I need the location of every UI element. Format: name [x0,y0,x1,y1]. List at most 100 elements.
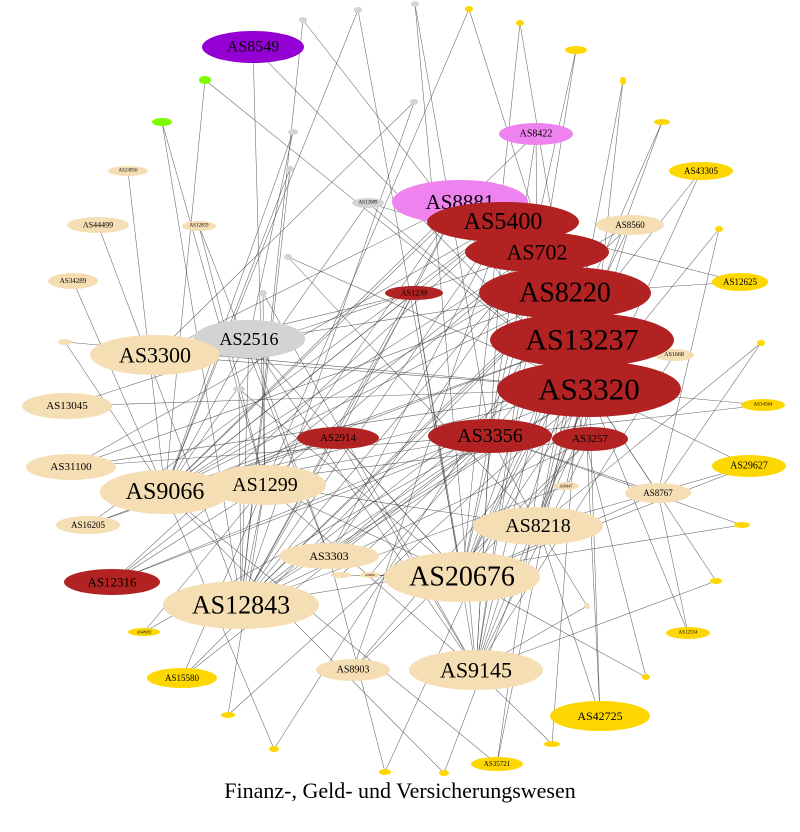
node-ellipse [741,399,785,411]
node-as12859: AS12859 [182,221,216,231]
edge-as702-as12843 [240,251,538,606]
node-ellipse [411,1,419,7]
node-label: AS8218 [505,515,571,537]
node-label: AS6830 [365,573,375,577]
node-gn2 [152,118,172,126]
node-label: AS13237 [525,324,638,357]
edge-g6-as8767 [657,228,720,494]
node-as8767: AS8767 [625,483,691,503]
node-label: AS8903 [337,665,370,676]
node-ellipse [584,603,590,609]
node-g3 [565,46,587,54]
node-label: AS29627 [730,461,768,472]
node-label: AS1299 [232,474,298,496]
node-label: AS3303 [309,549,348,563]
edge-as3257-as9145 [475,438,591,671]
edge-as8549-as1299 [252,46,266,486]
node-as3303: AS3303 [279,543,379,569]
node-g1 [465,6,473,12]
node-as42725: AS42725 [550,701,650,731]
node-as3257: AS3257 [552,427,628,451]
node-ellipse [204,465,326,505]
node-gr4 [410,99,418,105]
node-ellipse [108,166,148,176]
node-gr8 [259,290,267,296]
node-gr5 [288,129,298,135]
node-as6830: AS6830 [360,572,380,578]
node-label: AS3257 [572,433,609,445]
node-ellipse [620,77,626,85]
node-as3356: AS3356 [428,419,552,453]
edge-as6830-as3356 [369,435,491,576]
node-ellipse [471,757,523,771]
edge-as15580-as1299 [181,484,266,679]
node-as8220: AS8220 [479,267,651,319]
node-as3300: AS3300 [90,335,220,375]
node-ellipse [712,455,786,477]
edge-as3356-as12316 [111,435,491,583]
edge-as5400-as8903 [352,221,504,671]
edge-gr5-as9066 [164,131,294,493]
node-as24956: AS24956 [108,166,148,176]
node-ellipse [90,335,220,375]
node-ellipse [193,320,305,358]
edge-as8881-as9066 [164,201,461,493]
edge-as3356-as12843 [240,435,491,606]
node-label: AS35721 [484,760,511,768]
node-label: AS1668 [664,352,684,358]
edge-g8-as3356 [489,435,743,526]
node-as9066: AS9066 [100,470,230,514]
edge-gn1-as9066 [164,79,206,493]
node-ellipse [269,746,279,752]
node-ellipse [199,76,211,84]
edge-as5400-as12843 [240,221,504,606]
node-gr6 [286,166,294,172]
node-g7 [757,340,765,346]
node-label: AS8220 [519,278,611,309]
node-as9145: AS9145 [409,650,543,690]
node-label: AS12625 [723,277,758,287]
node-ellipse [552,427,628,451]
node-as44499: AS44499 [67,217,129,233]
node-gr2 [354,7,362,13]
node-ellipse [259,290,267,296]
node-label: AS8549 [227,39,279,56]
edge-g12-as9066 [164,491,445,774]
node-as1299: AS1299 [204,465,326,505]
node-label: AS9066 [126,479,205,505]
nodes-layer: AS6830AS8447AS48082AS12089AS12859AS24956… [22,1,786,776]
node-as43305: AS43305 [669,162,733,180]
node-gr7 [284,254,292,260]
edge-as5400-as3303 [328,221,504,557]
edge-as702-as13045 [66,251,538,407]
node-ellipse [669,162,733,180]
node-as8549: AS8549 [202,31,304,63]
node-as13045: AS13045 [22,393,112,419]
node-g12 [439,770,449,776]
node-label: AS16205 [71,520,106,530]
node-ellipse [202,31,304,63]
node-ellipse [710,578,722,584]
node-ellipse [642,674,650,680]
node-ellipse [233,386,245,392]
node-g11 [544,741,560,747]
node-g9 [710,578,722,584]
node-ellipse [715,226,723,232]
node-label: AS8447 [559,484,572,489]
node-label: AS3320 [538,372,640,407]
node-ellipse [385,286,443,300]
edge-gn2-as1299 [161,121,266,486]
node-label: AS15580 [165,673,200,683]
node-ellipse [163,581,319,629]
edge-gr8-as9145 [262,292,477,671]
node-as8218: AS8218 [473,507,603,545]
node-gr9 [233,386,245,392]
node-label: AS3356 [457,425,523,447]
node-ellipse [428,419,552,453]
node-label: AS42725 [577,709,622,723]
node-as8903: AS8903 [316,659,390,681]
figure-caption: Finanz-, Geld- und Versicherungswesen [224,778,576,803]
node-as1239: AS1239 [385,286,443,300]
node-as34289: AS34289 [48,273,98,289]
node-ellipse [331,572,351,578]
